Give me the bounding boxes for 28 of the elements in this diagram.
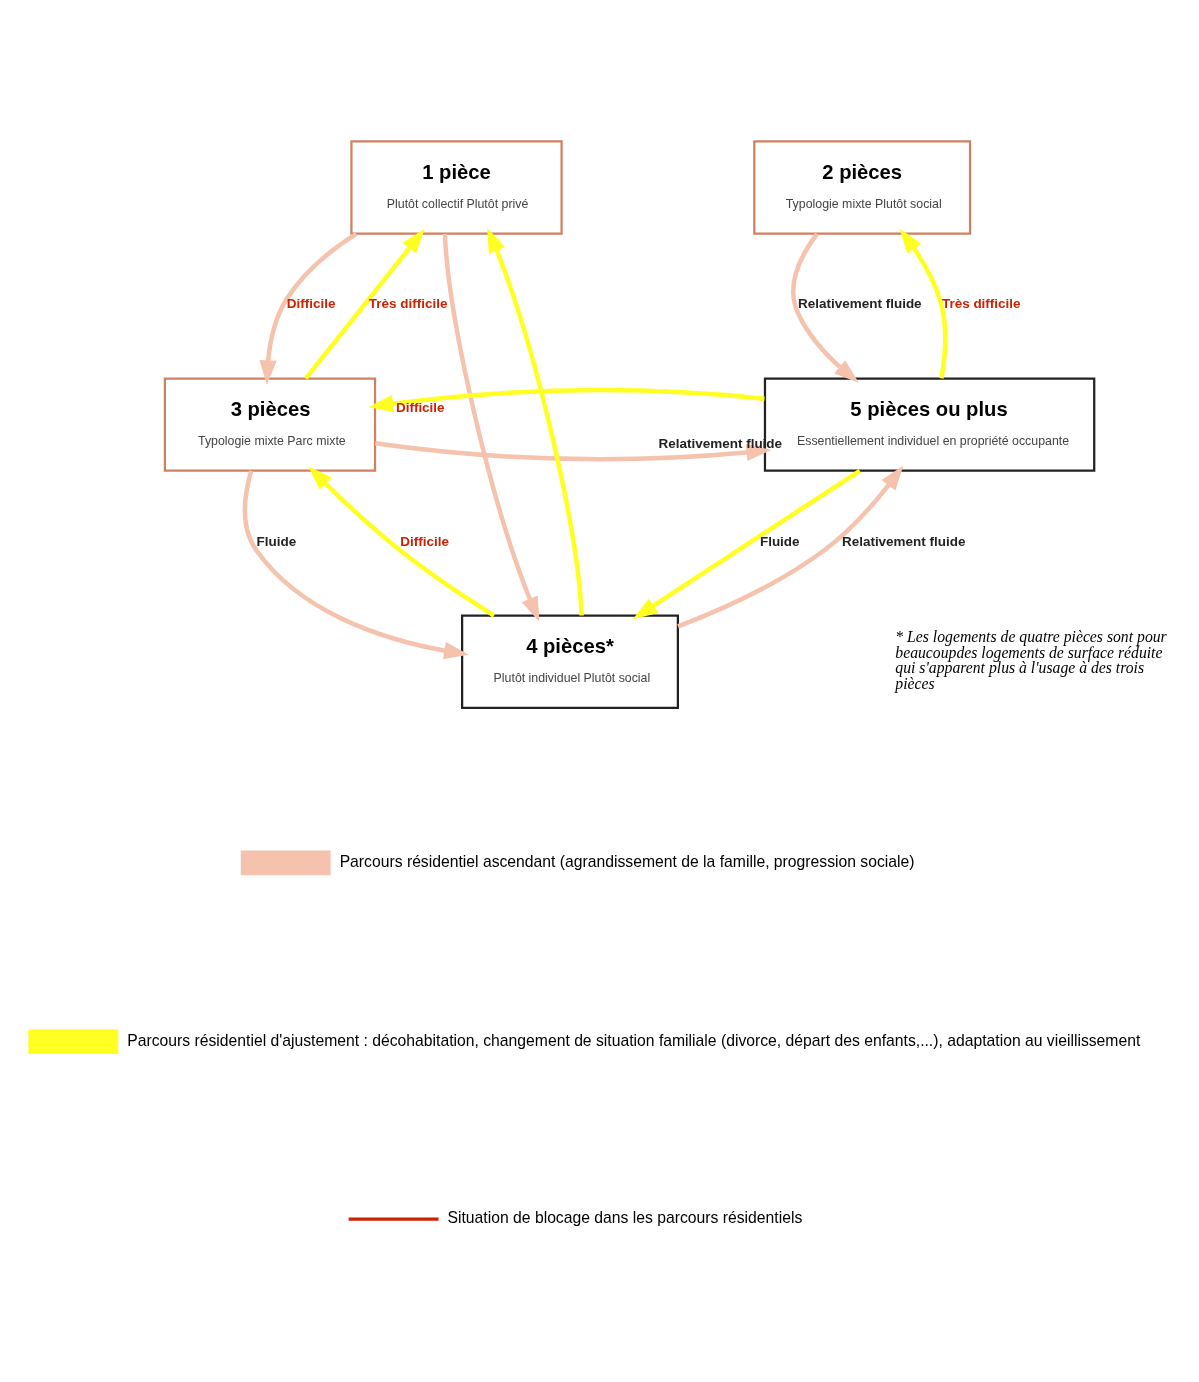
- arrow: [304, 228, 425, 380]
- arrow: [677, 465, 904, 629]
- arrow: [487, 227, 584, 616]
- edge-label: Difficile: [400, 533, 449, 549]
- node-box: 4 pièces* Plutôt individuel Plutôt social: [461, 614, 679, 709]
- node-box: 1 pièce Plutôt collectif Plutôt privé: [350, 140, 563, 235]
- label: * Les logements de quatre pièces sont pour beaucoupdes logements de surface réduite qui s'apparent plus à l'usage à des trois pièces: [895, 627, 1167, 692]
- arrow: [791, 232, 859, 383]
- legend-label: Parcours résidentiel ascendant (agrandissement de la famille, progression sociale): [339, 853, 915, 871]
- arrow: [242, 470, 469, 660]
- node-box: 3 pièces Typologie mixte Parc mixte: [163, 377, 377, 472]
- edge-label: Fluide: [256, 533, 297, 549]
- arrow: [375, 441, 772, 462]
- edge-label: Très difficile: [368, 296, 448, 312]
- legend-label: Situation de blocage dans les parcours résidentiels: [447, 1209, 803, 1227]
- edge-label: Relativement fluide: [841, 533, 966, 549]
- arrow: [632, 469, 861, 620]
- edge-label: Difficile: [395, 399, 445, 415]
- arrow: [442, 233, 540, 622]
- arrow: [899, 228, 948, 379]
- edge-label: Fluide: [759, 533, 800, 549]
- edge-label: Difficile: [286, 296, 336, 312]
- arrow: [259, 232, 358, 386]
- node-box: 2 pièces Typologie mixte Plutôt social: [753, 140, 972, 235]
- edge-label: Relativement fluide: [798, 296, 922, 312]
- legend-label: Parcours résidentiel d'ajustement : décohabitation, changement de situation familiale (divorce, départ des enfants,...), adaptation au vieillissement: [127, 1031, 1141, 1049]
- arrow: [308, 466, 496, 618]
- arrow: [368, 387, 765, 413]
